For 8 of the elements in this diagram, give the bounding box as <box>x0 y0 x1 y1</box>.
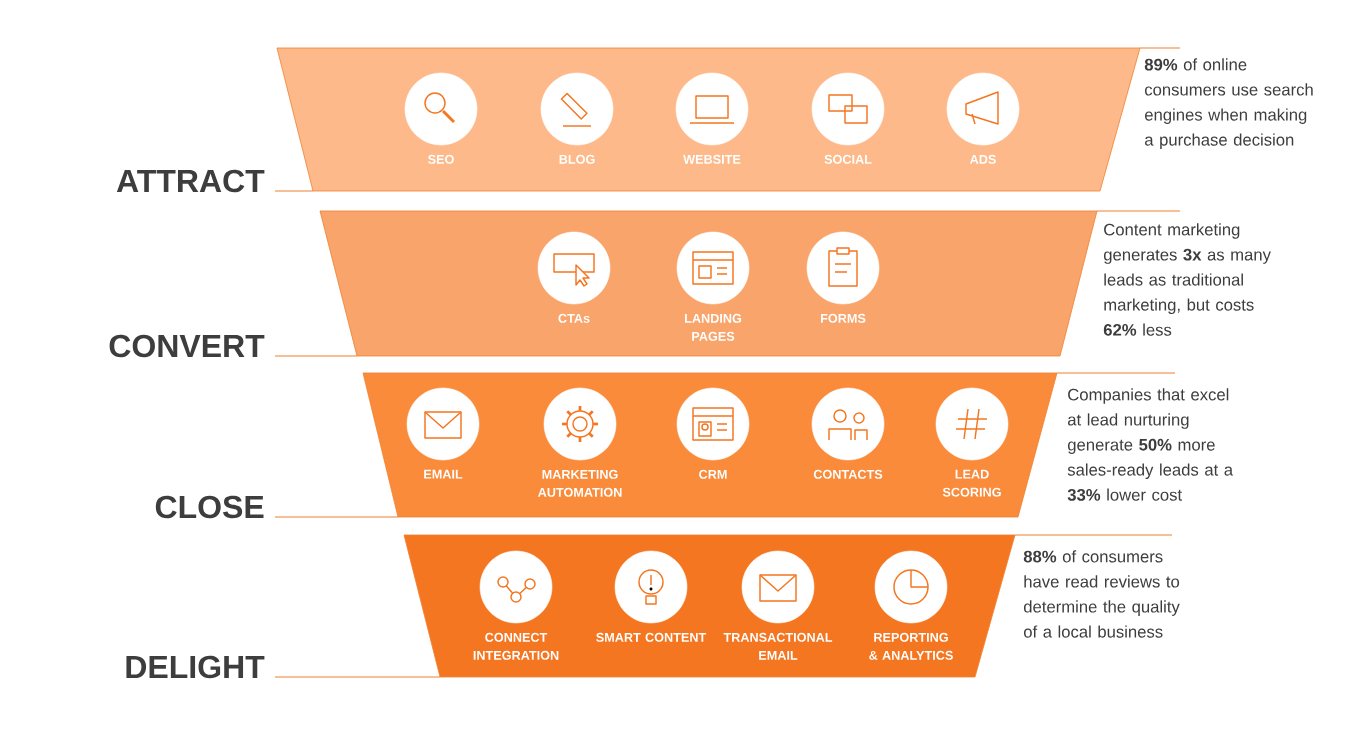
stage-label: CLOSE <box>155 495 264 519</box>
statistic-text: Companies that excel at lead nurturing generate 50% more sales-ready leads at a 33% lower cost <box>1067 388 1234 501</box>
statistic-text: Content marketing generates 3x as many leads as traditional marketing, but costs 62% less <box>1103 223 1271 336</box>
stage-label: DELIGHT <box>126 655 265 679</box>
statistic-text: 88% of consumers have read reviews to determine the quality of a local business <box>1023 550 1180 638</box>
statistic-text: 89% of online consumers use search engines when making a purchase decision <box>1144 58 1313 149</box>
stage-label: CONVERT <box>109 334 265 358</box>
stage-label: ATTRACT <box>116 169 265 193</box>
